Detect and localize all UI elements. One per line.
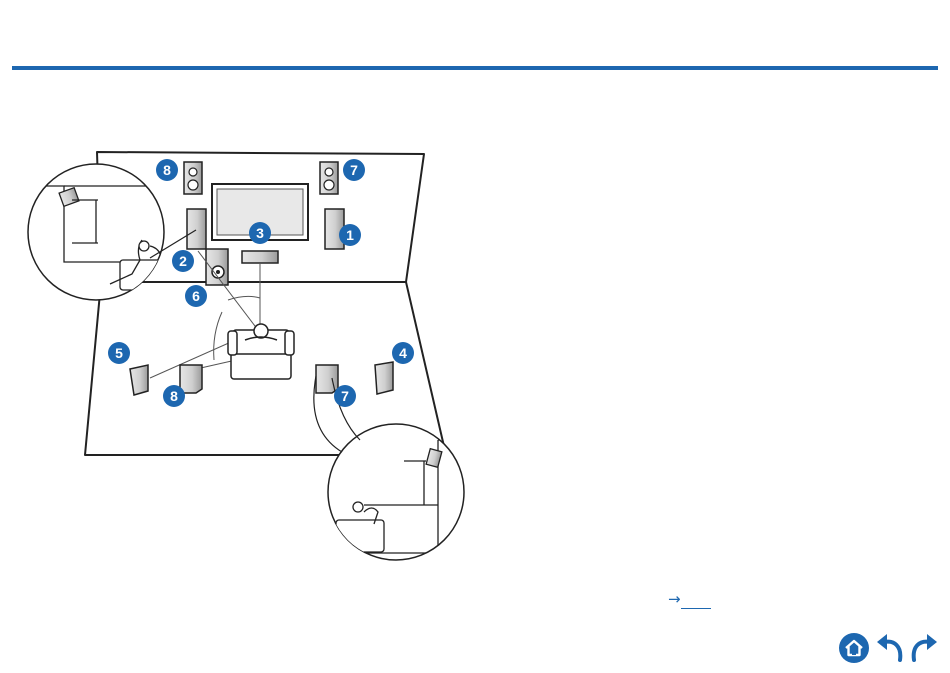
svg-text:5: 5 (115, 345, 123, 361)
back-arrow-icon[interactable] (874, 632, 906, 664)
badge-height-rear-left: 8 (163, 385, 185, 407)
subwoofer (206, 249, 228, 285)
badge-subwoofer: 6 (185, 285, 207, 307)
forward-arrow-icon[interactable] (908, 632, 940, 664)
listening-position (228, 324, 294, 379)
badge-front-left: 2 (172, 250, 194, 272)
home-icon[interactable] (838, 632, 870, 664)
badge-height-front-left: 8 (156, 159, 178, 181)
right-arrow-icon: → (668, 590, 681, 608)
speaker-height-rear-left (180, 365, 202, 393)
badge-surround-right: 4 (392, 342, 414, 364)
badge-height-rear-right: 7 (334, 385, 356, 407)
speaker-front-left (187, 209, 206, 249)
svg-text:7: 7 (350, 162, 358, 178)
badge-surround-left: 5 (108, 342, 130, 364)
navigation-bar (838, 632, 942, 664)
badge-front-right: 1 (339, 224, 361, 246)
speaker-height-front-left (184, 162, 202, 194)
svg-text:8: 8 (170, 388, 178, 404)
badge-center: 3 (249, 222, 271, 244)
page-reference-link[interactable] (681, 590, 711, 609)
speaker-surround-left (130, 365, 148, 395)
svg-text:2: 2 (179, 253, 187, 269)
svg-text:3: 3 (256, 225, 264, 241)
svg-text:1: 1 (346, 227, 354, 243)
svg-text:4: 4 (399, 345, 407, 361)
page-reference: → (668, 590, 711, 612)
svg-text:7: 7 (341, 388, 349, 404)
svg-text:8: 8 (163, 162, 171, 178)
speaker-center (242, 251, 278, 263)
speaker-height-front-right (320, 162, 338, 194)
speaker-surround-right (375, 362, 393, 394)
badge-height-front-right: 7 (343, 159, 365, 181)
svg-text:6: 6 (192, 288, 200, 304)
